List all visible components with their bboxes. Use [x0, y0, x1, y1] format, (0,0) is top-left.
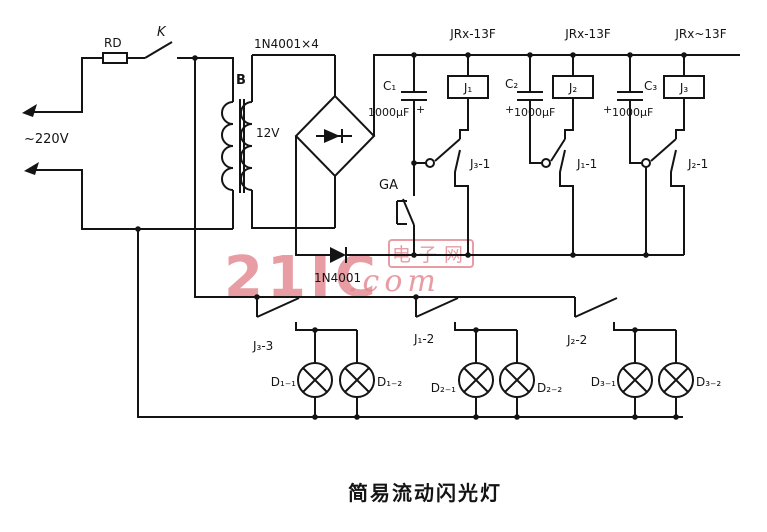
relay-coil-box-2: [552, 75, 594, 99]
secondary-voltage-label: 12V: [256, 126, 280, 140]
cap-plus-2: +: [505, 103, 514, 116]
cap-label-3: C₃: [644, 79, 657, 93]
relay-model-1: JRx-13F: [449, 27, 496, 41]
relay-model-3: JRx~13F: [674, 27, 726, 41]
filled-symbols: [22, 52, 687, 420]
lamp-label-3b: D₃₋₂: [696, 375, 721, 389]
lamp-group2: [415, 297, 518, 417]
switch-label: K: [157, 25, 167, 40]
watermark-site-box: [388, 239, 474, 268]
lamp-contact-label-1: J₃-3: [252, 339, 273, 353]
labels: RD K ~220V B 12V 1N4001×4 1N4001 GA JRx-…: [24, 25, 727, 505]
ac-terminal-arrow-bottom: [24, 162, 39, 175]
coil-label-2: J₂: [568, 81, 578, 95]
bridge-diode-arrow: [324, 129, 340, 143]
ga-button: [396, 163, 415, 255]
transformer-secondary: [240, 101, 253, 191]
lamp-label-2a: D₂₋₁: [431, 381, 456, 395]
lamp-label-3a: D₃₋₁: [591, 375, 616, 389]
series-diode-arrow: [330, 247, 346, 263]
lamp-label-1b: D₁₋₂: [377, 375, 402, 389]
lamp-contact-label-2: J₁-2: [413, 332, 434, 346]
watermark-suffix: .com: [348, 264, 441, 299]
cap-label-2: C₂: [505, 77, 518, 91]
contact-terminal-1: [425, 158, 435, 168]
coil-label-1: J₁: [463, 81, 473, 95]
lamp-label-2b: D₂₋₂: [537, 381, 562, 395]
cap-label-1: C₁: [383, 79, 396, 93]
dc-plus-rail: [373, 54, 740, 136]
contact-label-3: J₂-1: [687, 157, 708, 171]
cap-plus-1: +: [416, 103, 425, 116]
stage3-branch: [617, 55, 685, 255]
secondary-wiring: [251, 54, 336, 229]
lamp-group1: [256, 297, 358, 417]
contact-terminal-3: [641, 158, 651, 168]
bridge-label: 1N4001×4: [254, 37, 319, 51]
transformer-primary: [221, 101, 234, 191]
stage1-branch: [401, 55, 469, 255]
lamp-contact-label-3: J₂-2: [566, 333, 587, 347]
wires: [30, 41, 740, 418]
voltage-label: ~220V: [24, 132, 69, 147]
contact-label-1: J₃-1: [469, 157, 490, 171]
series-diode-label: 1N4001: [314, 271, 361, 285]
lamp-label-1a: D₁₋₁: [271, 375, 296, 389]
transformer-core: [239, 99, 245, 193]
relay-coil-box-1: [447, 75, 489, 99]
coil-label-3: J₃: [679, 81, 689, 95]
stage2-branch: [517, 55, 574, 255]
contact-terminal-2: [541, 158, 551, 168]
fuse-symbol: [102, 52, 128, 64]
relay-coil-box-3: [663, 75, 705, 99]
start-button-label: GA: [379, 178, 398, 193]
junction-dots: [135, 52, 687, 420]
page-title: 简易流动闪光灯: [348, 481, 502, 505]
cap-value-2: 1000μF: [514, 106, 555, 119]
cap-value-1: 1000μF: [368, 106, 409, 119]
mains-wiring: [30, 41, 683, 418]
lamp-symbols: [297, 362, 694, 398]
cap-plus-3: +: [603, 103, 612, 116]
ac-terminal-arrow-top: [22, 104, 37, 117]
lamp-group3: [574, 297, 677, 417]
relay-model-2: JRx-13F: [564, 27, 611, 41]
transformer-label: B: [236, 73, 246, 88]
fuse-label: RD: [104, 36, 122, 50]
cap-value-3: 1000μF: [612, 106, 653, 119]
contact-label-2: J₁-1: [576, 157, 597, 171]
